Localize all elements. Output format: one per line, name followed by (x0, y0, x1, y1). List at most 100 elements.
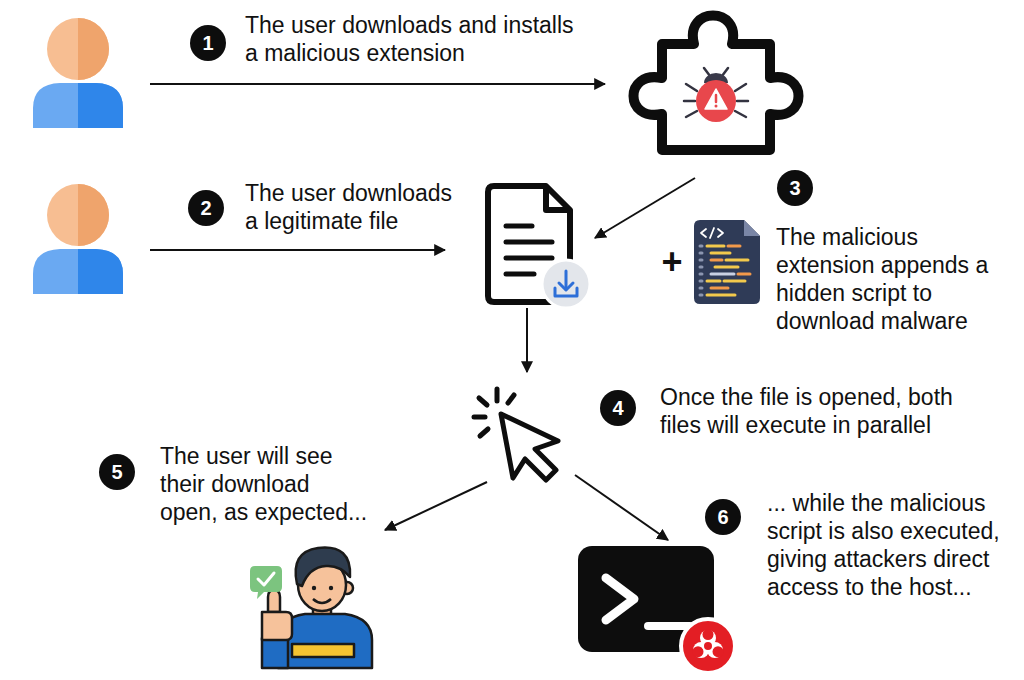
script-icon (711, 287, 728, 290)
happy-user-icon (312, 586, 316, 590)
callout-number: 1 (190, 25, 226, 61)
script-icon (700, 287, 702, 290)
script-icon (700, 280, 702, 283)
script-icon (700, 273, 702, 276)
terminal-icon (606, 578, 634, 620)
happy-user-icon (268, 590, 280, 612)
file-icon (506, 256, 552, 261)
biohazard-badge (703, 641, 713, 651)
user-icon (78, 184, 109, 246)
user-icon (78, 83, 123, 128)
cursor-icon (501, 414, 558, 480)
callout-circle: 3The malicious extension appends a hidde… (777, 170, 813, 206)
callout-circle: 1The user downloads and installs a malic… (190, 25, 226, 61)
extension-icon (634, 16, 799, 151)
script-icon (711, 273, 734, 276)
script-icon (700, 259, 702, 262)
step-text: ... while the malicious script is also e… (767, 489, 1007, 601)
terminal-icon (648, 622, 690, 630)
flow-arrow (385, 482, 487, 530)
callout-number: 2 (188, 190, 224, 226)
callout-circle: 4Once the file is opened, both files wil… (600, 390, 636, 426)
script-icon (694, 220, 760, 304)
terminal-icon (575, 540, 740, 668)
happy-user-icon (292, 644, 354, 657)
cursor-icon (495, 389, 500, 401)
bug-icon (684, 68, 748, 117)
happy-user-icon (262, 638, 288, 668)
cursor-icon (508, 395, 514, 403)
script-icon (701, 229, 706, 237)
happy-user-icon (250, 566, 282, 599)
flow-arrow (595, 178, 695, 238)
user-icon (33, 18, 123, 128)
callout-number: 4 (600, 390, 636, 426)
script-icon (690, 215, 765, 310)
script-icon (700, 266, 702, 269)
script-icon (707, 294, 735, 297)
file-icon (546, 186, 570, 210)
biohazard-badge (681, 619, 735, 673)
user-icon (33, 83, 123, 128)
cursor-icon (474, 415, 485, 420)
cursor-icon (465, 372, 575, 482)
flow-arrow (575, 475, 668, 540)
plus-sign: + (658, 242, 686, 282)
step-text: The user downloads a legitimate file (245, 179, 460, 235)
script-icon (700, 245, 702, 248)
cursor-icon (480, 429, 488, 436)
cursor-icon (474, 389, 558, 480)
bug-icon (696, 80, 736, 122)
bug-icon (715, 105, 718, 108)
file-icon (506, 272, 534, 277)
happy-user-icon (240, 530, 390, 670)
bug-icon (684, 68, 748, 122)
file-icon (506, 224, 532, 229)
callout-number: 6 (705, 499, 741, 535)
script-icon (694, 220, 760, 304)
user-icon (33, 184, 123, 294)
biohazard-badge (693, 646, 704, 657)
script-icon (728, 245, 740, 248)
bug-icon (686, 84, 697, 91)
script-icon (738, 273, 750, 276)
biohazard-badge (713, 646, 724, 657)
callout-circle: 6... while the malicious script is also … (705, 499, 741, 535)
download-badge (555, 271, 577, 296)
script-icon (724, 280, 745, 283)
user-icon (30, 188, 150, 312)
script-icon (710, 228, 714, 238)
file-icon (506, 240, 552, 245)
flow-arrow (150, 249, 445, 251)
cursor-icon (474, 389, 514, 436)
flow-arrow (526, 308, 528, 372)
bug-icon (705, 89, 727, 109)
bug-icon (684, 100, 695, 103)
bug-icon (735, 84, 746, 91)
user-icon (47, 184, 109, 246)
biohazard-badge (681, 619, 735, 673)
happy-user-icon (296, 548, 351, 586)
user-icon (30, 22, 150, 146)
cursor-icon (479, 398, 487, 405)
script-icon (700, 246, 750, 295)
script-icon (711, 259, 722, 262)
step-text: Once the file is opened, both files will… (660, 383, 960, 439)
download-badge (565, 271, 568, 289)
bug-icon (686, 111, 697, 117)
script-icon (718, 229, 723, 237)
file-icon (445, 182, 595, 308)
callout-circle: 5The user will see their download open, … (99, 454, 135, 490)
user-icon (78, 18, 109, 80)
callout-number: 5 (99, 454, 135, 490)
bug-icon (737, 100, 748, 103)
download-badge (555, 288, 577, 296)
happy-user-icon (313, 599, 331, 603)
script-icon (700, 294, 702, 297)
happy-user-icon (250, 548, 372, 668)
bug-icon (722, 68, 728, 76)
bug-icon (735, 111, 746, 117)
